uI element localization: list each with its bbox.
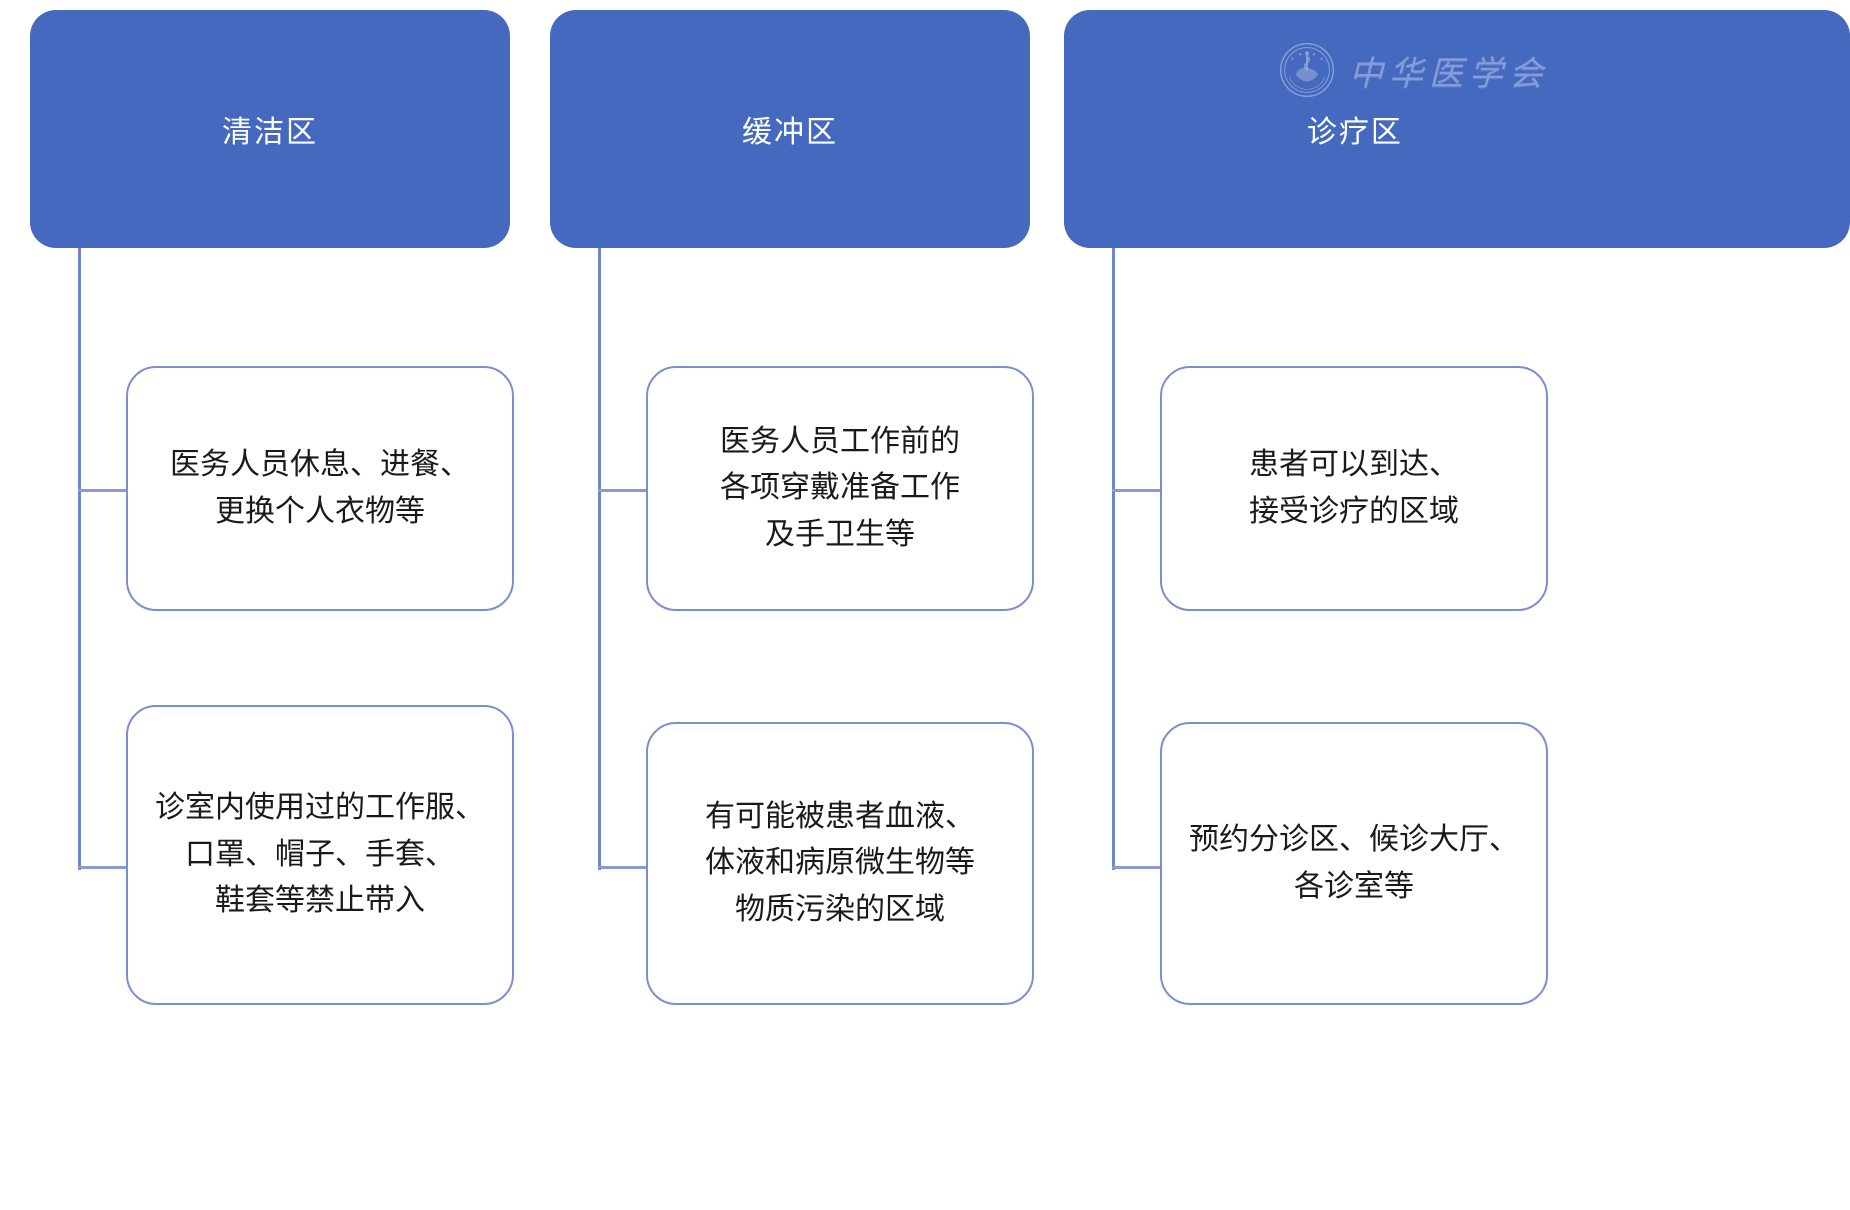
- connector-branch-col3-box1: [1112, 489, 1170, 492]
- detail-box-clean-zone-1[interactable]: 医务人员休息、进餐、 更换个人衣物等: [126, 366, 514, 611]
- detail-box-text: 有可能被患者血液、 体液和病原微生物等 物质污染的区域: [705, 798, 975, 927]
- detail-box-buffer-zone-2[interactable]: 有可能被患者血液、 体液和病原微生物等 物质污染的区域: [646, 722, 1034, 1005]
- zone-header-label: 缓冲区: [742, 115, 838, 150]
- connector-vertical-col2: [598, 245, 601, 870]
- connector-branch-col2-box2: [598, 866, 656, 869]
- detail-box-text: 医务人员工作前的 各项穿戴准备工作 及手卫生等: [720, 423, 960, 552]
- connector-branch-col1-box2: [78, 866, 136, 869]
- detail-box-buffer-zone-1[interactable]: 医务人员工作前的 各项穿戴准备工作 及手卫生等: [646, 366, 1034, 611]
- connector-vertical-col3: [1112, 245, 1115, 870]
- detail-box-text: 诊室内使用过的工作服、 口罩、帽子、手套、 鞋套等禁止带入: [155, 790, 485, 919]
- connector-vertical-col1: [78, 245, 81, 870]
- detail-box-text: 预约分诊区、候诊大厅、 各诊室等: [1189, 822, 1519, 904]
- zone-header-treatment-zone[interactable]: 诊疗区 中华医学会: [1064, 10, 1850, 248]
- zone-header-label: 诊疗区: [1306, 115, 1403, 150]
- zone-header-clean-zone[interactable]: 清洁区: [30, 10, 510, 248]
- zone-header-label: 清洁区: [222, 115, 318, 150]
- detail-box-treatment-zone-1[interactable]: 患者可以到达、 接受诊疗的区域: [1160, 366, 1548, 611]
- watermark-logo: 中华医学会: [1279, 42, 1549, 98]
- watermark-text: 中华医学会: [1349, 53, 1549, 94]
- detail-box-treatment-zone-2[interactable]: 预约分诊区、候诊大厅、 各诊室等: [1160, 722, 1548, 1005]
- connector-branch-col1-box1: [78, 489, 136, 492]
- detail-box-text: 患者可以到达、 接受诊疗的区域: [1249, 447, 1459, 529]
- detail-box-clean-zone-2[interactable]: 诊室内使用过的工作服、 口罩、帽子、手套、 鞋套等禁止带入: [126, 705, 514, 1005]
- connector-branch-col3-box2: [1112, 866, 1170, 869]
- detail-box-text: 医务人员休息、进餐、 更换个人衣物等: [170, 447, 470, 529]
- chinese-medical-association-emblem-icon: [1279, 42, 1335, 98]
- connector-branch-col2-box1: [598, 489, 656, 492]
- zone-header-buffer-zone[interactable]: 缓冲区: [550, 10, 1030, 248]
